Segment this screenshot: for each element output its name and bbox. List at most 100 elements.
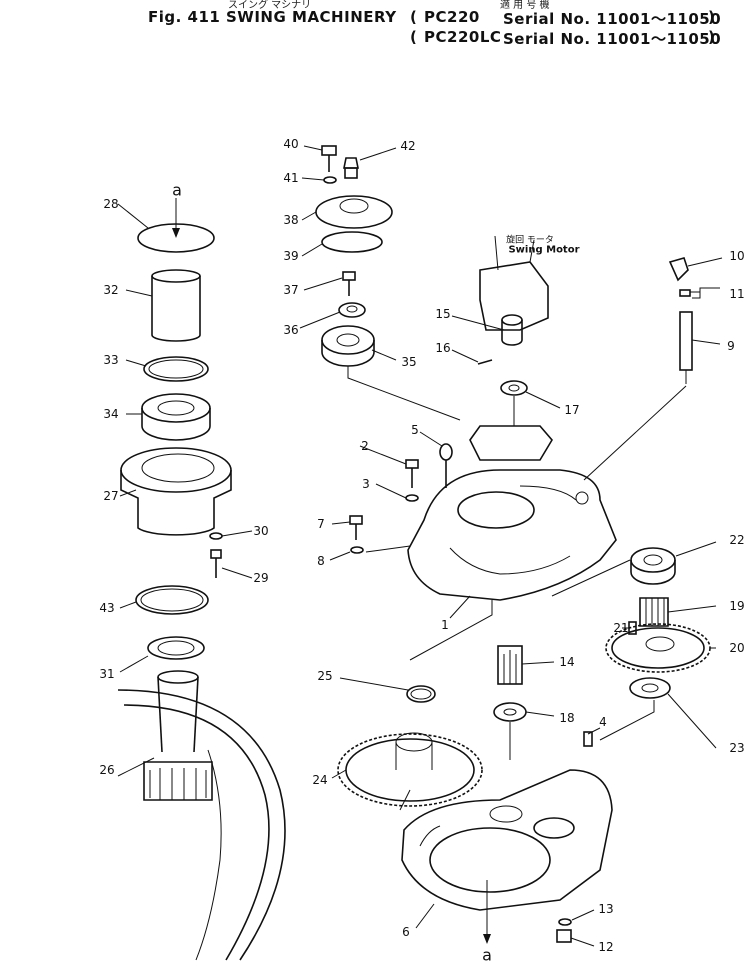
part-2-bolt [405,459,419,488]
callout-26: 26 [99,763,115,777]
callout-9: 9 [727,339,735,353]
page-title: SWING MACHINERY [226,8,397,26]
model-name-1: PC220 [424,8,480,26]
part-33-snap-ring [143,356,209,382]
ref-arrow-bottom-head [483,934,491,944]
callout-29: 29 [253,571,269,585]
part-17-bearing [500,380,528,396]
ref-mark-bottom: a [482,945,492,965]
assembly-leader-14 [409,600,493,661]
part-40-bolt [321,145,337,172]
part-1-upper-case [407,425,617,601]
model-name-2: PC220LC [424,28,502,46]
callout-8: 8 [317,554,325,568]
callout-28: 28 [103,197,119,211]
callout-32: 32 [103,283,119,297]
part-9-level-gauge-pipe [679,311,693,384]
assembly-leader-9 [583,385,687,481]
part-35-bearing [321,325,375,367]
part-31-seal [147,636,205,660]
callout-13: 13 [598,902,614,916]
callout-5: 5 [411,423,419,437]
callout-23: 23 [729,741,745,755]
part-13-washer [558,918,572,926]
callout-30: 30 [253,524,269,538]
part-3-washer [405,494,419,502]
part-37-bolt [342,271,356,296]
model-bracket-open-1: ( [410,8,418,26]
callout-31: 31 [99,667,115,681]
part-23-bearing [629,677,671,699]
part-39-gasket [321,231,383,253]
swing-motor-label-jp: 旋回 モータ [506,235,554,246]
part-14-pinion [497,645,523,685]
part-43-ring [135,585,209,615]
callout-4: 4 [599,715,607,729]
callout-leaders [117,145,723,947]
callout-1: 1 [441,618,449,632]
part-5-eyebolt [439,443,453,488]
part-12-plug [556,929,572,943]
callout-7: 7 [317,517,325,531]
assembly-leader-23 [599,700,655,741]
part-27-case [120,447,232,536]
part-34-bearing [141,393,211,441]
part-16-key [477,359,493,365]
model-serial-1: Serial No. 11001～11050 [503,10,722,28]
swing-motor-label-en: Swing Motor [508,244,580,256]
callout-19: 19 [729,599,745,613]
callout-35: 35 [401,355,417,369]
header-japanese-title: スイング マシナリ [228,0,312,11]
model-bracket-close-2: ) [708,28,716,46]
callout-41: 41 [283,171,299,185]
part-30-washer [209,532,223,540]
callout-15: 15 [435,307,451,321]
callout-20: 20 [729,641,745,655]
callout-17: 17 [564,403,580,417]
callout-12: 12 [598,940,614,954]
callout-2: 2 [361,439,369,453]
ref-mark-top: a [172,180,182,200]
assembly-leader-24 [399,789,411,811]
callout-37: 37 [283,283,299,297]
callout-39: 39 [283,249,299,263]
part-15-coupling [501,314,523,346]
callout-36: 36 [283,323,299,337]
part-8-washer [350,546,364,554]
callout-40: 40 [283,137,299,151]
part-22-bearing [630,547,676,585]
callout-33: 33 [103,353,119,367]
part-29-bolt [210,549,222,578]
callout-16: 16 [435,341,451,355]
part-18-bearing [493,702,527,722]
callout-25: 25 [317,669,333,683]
part-6-lower-case [401,769,613,911]
callout-6: 6 [402,925,410,939]
callout-3: 3 [362,477,370,491]
callout-42: 42 [400,139,416,153]
part-32-sleeve [151,269,201,342]
callout-22: 22 [729,533,745,547]
part-26-pinion-shaft [143,670,213,801]
part-38-cover [315,195,393,229]
swing-circle-ring-gear [117,689,286,961]
callout-10: 10 [729,249,745,263]
part-36-spacer [338,302,366,318]
ref-arrow-top-head [172,228,180,238]
callout-43: 43 [99,601,115,615]
swing-motor-outline [479,235,549,331]
assembly-leader-22 [551,559,631,597]
callout-11: 11 [729,287,745,301]
part-19-gear-shaft [639,597,669,627]
part-42-grease-nipple [343,157,359,179]
assembly-leader-35 [347,366,461,421]
callout-24: 24 [312,773,328,787]
callout-21: 21 [613,621,629,635]
model-bracket-close-1: ) [708,8,716,26]
part-41-washer [323,176,337,184]
part-25-o-ring [406,685,436,703]
part-24-gear [337,732,483,807]
callout-27: 27 [103,489,119,503]
model-serial-2: Serial No. 11001～11050 [503,30,722,48]
